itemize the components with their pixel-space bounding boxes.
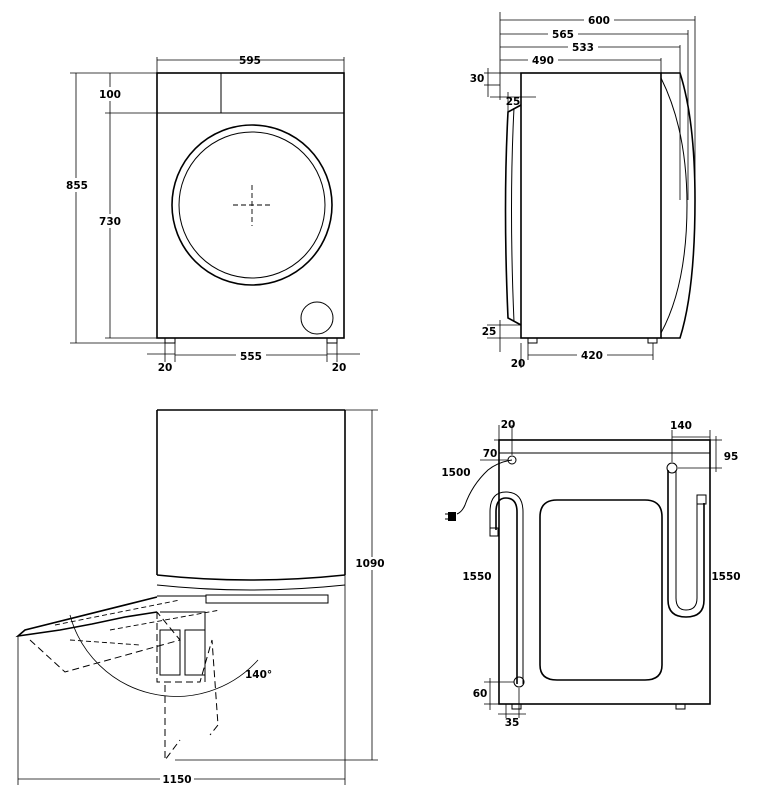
front-foot-left: [164, 337, 176, 344]
door-offset-bottom-label: 25: [482, 326, 497, 338]
rear-view: 20 70 1500 1550 1550 140 95 60 35: [441, 419, 740, 729]
foot-left-label: 20: [158, 362, 173, 374]
rear-right-offset-label: 140: [670, 420, 692, 432]
depth-600-label: 600: [588, 15, 610, 27]
front-width-label: 595: [239, 55, 261, 67]
top-offset-label: 30: [470, 73, 485, 85]
open-width-label: 1150: [162, 774, 191, 786]
panel-height-label: 100: [99, 89, 121, 101]
top-view: 140° 1090 1150: [15, 409, 385, 786]
drain-hose-outer: [495, 497, 518, 684]
body-height-label: 730: [99, 216, 121, 228]
inlet-hose-label: 1550: [711, 571, 740, 583]
plug-offset-label: 70: [483, 448, 498, 460]
rear-bottom-offset-label: 35: [505, 717, 520, 729]
door-center-mark: [233, 185, 272, 226]
side-view: 600 565 533 490 30 25 25 420 20: [470, 12, 696, 370]
depth-565-label: 565: [552, 29, 574, 41]
depth-490-label: 490: [532, 55, 554, 67]
side-foot-front: [527, 337, 538, 344]
depth-533-label: 533: [572, 42, 594, 54]
rear-right-top-label: 95: [724, 451, 739, 463]
rear-foot-right: [675, 703, 686, 710]
inlet-hose-outer: [667, 470, 705, 618]
open-door-outline: [15, 596, 158, 638]
open-depth-label: 1090: [355, 558, 384, 570]
filter-cover: [300, 301, 334, 335]
top-view-front-edge: [156, 574, 346, 581]
inlet-valve: [666, 462, 678, 474]
front-foot-right: [326, 337, 338, 344]
door-offset-top-label: 25: [506, 96, 521, 108]
rear-access-panel: [539, 499, 663, 681]
power-plug: [448, 512, 456, 521]
side-cabinet-outline: [520, 72, 662, 339]
door-inner-ring: [178, 131, 326, 279]
door-outer-ring: [171, 124, 333, 286]
side-foot-offset-label: 20: [511, 358, 526, 370]
rear-cabinet-outline: [498, 439, 711, 705]
front-cabinet-outline: [156, 72, 345, 339]
front-view: 595 855 100 730 555 20 20: [62, 55, 360, 374]
side-foot-back: [647, 337, 658, 344]
side-back-bulge: [661, 72, 696, 339]
side-feet-label: 420: [581, 350, 603, 362]
side-door-profile: [504, 104, 522, 326]
rear-top-offset-label: 20: [501, 419, 516, 431]
door-angle-label: 140°: [245, 669, 272, 681]
feet-inner-label: 555: [240, 351, 262, 363]
front-height-label: 855: [66, 180, 88, 192]
power-cord: [456, 459, 513, 515]
drain-hose-label: 1550: [462, 571, 491, 583]
rear-bottom-height-label: 60: [473, 688, 488, 700]
rear-foot-left: [511, 703, 522, 710]
door-swing-arc: [69, 614, 259, 697]
foot-right-label: 20: [332, 362, 347, 374]
power-cord-label: 1500: [441, 467, 470, 479]
